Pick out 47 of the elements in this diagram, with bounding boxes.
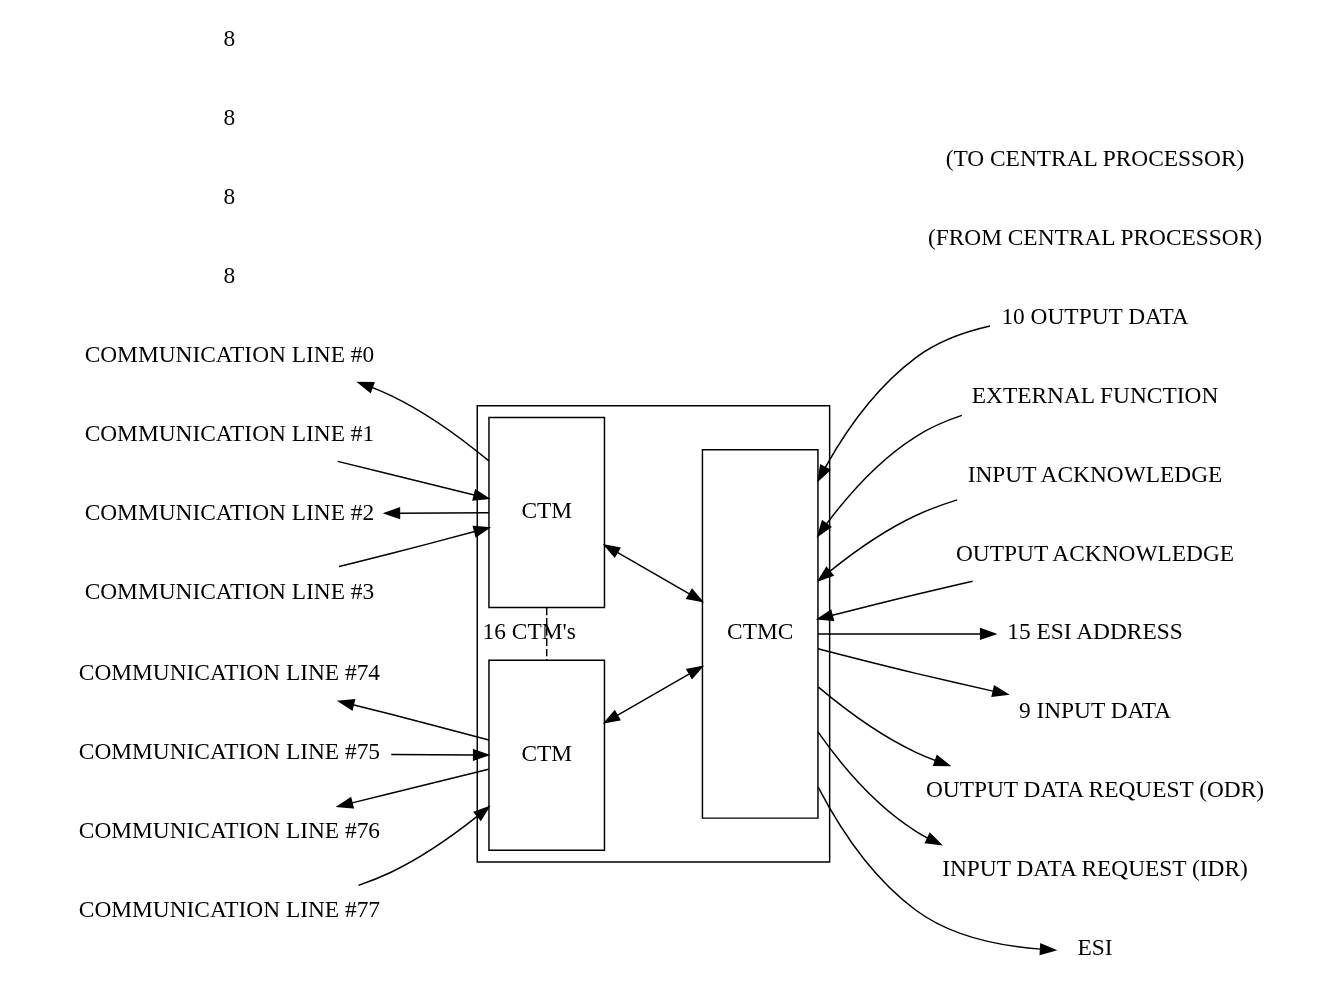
node-text: OUTPUT ACKNOWLEDGE: [955, 539, 1235, 566]
arrow: [816, 414, 963, 538]
arrow: [338, 525, 492, 568]
node-text: 9 INPUT DATA: [1018, 697, 1172, 724]
node-text: COMMUNICATION LINE #76: [78, 817, 381, 844]
node-text: COMMUNICATION LINE #0: [84, 340, 375, 367]
arrow: [817, 686, 952, 767]
arrow: [816, 499, 958, 583]
node-text: COMMUNICATION LINE #74: [78, 659, 381, 686]
label: (FROM CENTRAL PROCESSOR): [927, 223, 1263, 250]
node-text: INPUT DATA REQUEST (IDR): [942, 855, 1248, 882]
node-box: CTM: [488, 659, 606, 852]
arrow: [817, 786, 1058, 956]
arrow: [390, 748, 491, 762]
node-text: COMMUNICATION LINE #1: [84, 419, 375, 446]
arrow: [335, 768, 490, 809]
arrow: [817, 731, 943, 846]
label: 8: [223, 103, 236, 130]
node-text: COMMUNICATION LINE #75: [78, 738, 381, 765]
label: 8: [223, 24, 236, 51]
arrow: [817, 648, 1010, 697]
arrow: [337, 460, 491, 501]
label: (TO CENTRAL PROCESSOR): [945, 144, 1245, 171]
arrow: [336, 699, 490, 741]
node-text: EXTERNAL FUNCTION: [971, 381, 1219, 408]
node-text: 10 OUTPUT DATA: [1001, 302, 1189, 329]
node-text: INPUT ACKNOWLEDGE: [967, 460, 1223, 487]
node-text: COMMUNICATION LINE #2: [84, 498, 375, 525]
node-text: ESI: [1077, 934, 1113, 961]
node-box: CTM: [488, 416, 606, 609]
arrow: [357, 805, 491, 887]
arrow: [356, 381, 490, 462]
arrow: [815, 580, 974, 622]
arrow: [817, 325, 991, 483]
arrow: [817, 627, 998, 641]
label: 8: [223, 261, 236, 288]
connector: [546, 607, 548, 661]
node-box: CTMC: [701, 448, 819, 819]
arrow: [382, 507, 490, 520]
edge-label: 16 CTM's: [482, 618, 576, 645]
arrow: [602, 665, 705, 724]
node-text: 15 ESI ADDRESS: [1007, 618, 1183, 645]
node-text: COMMUNICATION LINE #3: [84, 577, 375, 604]
node-text: COMMUNICATION LINE #77: [78, 896, 381, 923]
arrow: [602, 543, 705, 603]
node-text: OUTPUT DATA REQUEST (ODR): [925, 776, 1265, 803]
label: 8: [223, 182, 236, 209]
